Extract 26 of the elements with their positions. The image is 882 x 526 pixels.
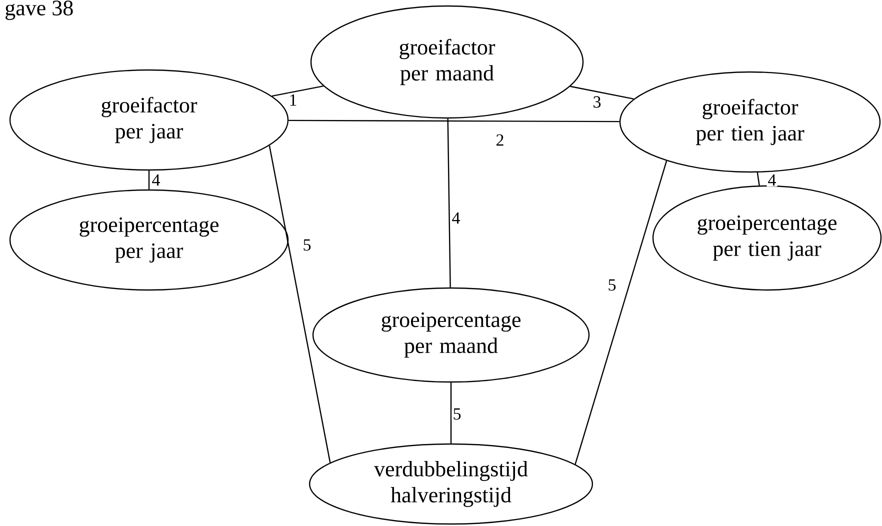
ellipse-node: groeipercentage per jaar <box>9 189 289 291</box>
edge-label: 4 <box>450 211 462 225</box>
edge-label: 5 <box>606 278 618 292</box>
connector-line <box>574 160 668 464</box>
ellipse-node: groeifactor per jaar <box>9 69 289 171</box>
edge-label: 2 <box>494 133 506 147</box>
edge-label: 1 <box>288 93 298 107</box>
edge-label: 5 <box>302 238 312 252</box>
ellipse-node: groeipercentage per tien jaar <box>652 185 882 291</box>
connector-line <box>450 382 452 444</box>
edge-label: 4 <box>766 173 778 187</box>
connector-line <box>148 170 150 190</box>
ellipse-node: groeifactor per maand <box>310 5 584 119</box>
connector-line <box>447 118 451 288</box>
connector-line <box>268 145 331 463</box>
ellipse-node: verdubbelingstijd halveringstijd <box>308 443 594 525</box>
connector-line <box>570 86 634 100</box>
edge-label: 3 <box>592 95 602 109</box>
connector-line <box>272 85 324 97</box>
heading: gave 38 <box>6 0 73 20</box>
connector-line <box>288 120 620 122</box>
connector-line <box>756 172 760 186</box>
edge-label: 4 <box>150 173 162 187</box>
ellipse-node: groeifactor per tien jaar <box>619 71 881 173</box>
ellipse-node: groeipercentage per maand <box>312 287 590 383</box>
edge-label: 5 <box>452 407 462 421</box>
